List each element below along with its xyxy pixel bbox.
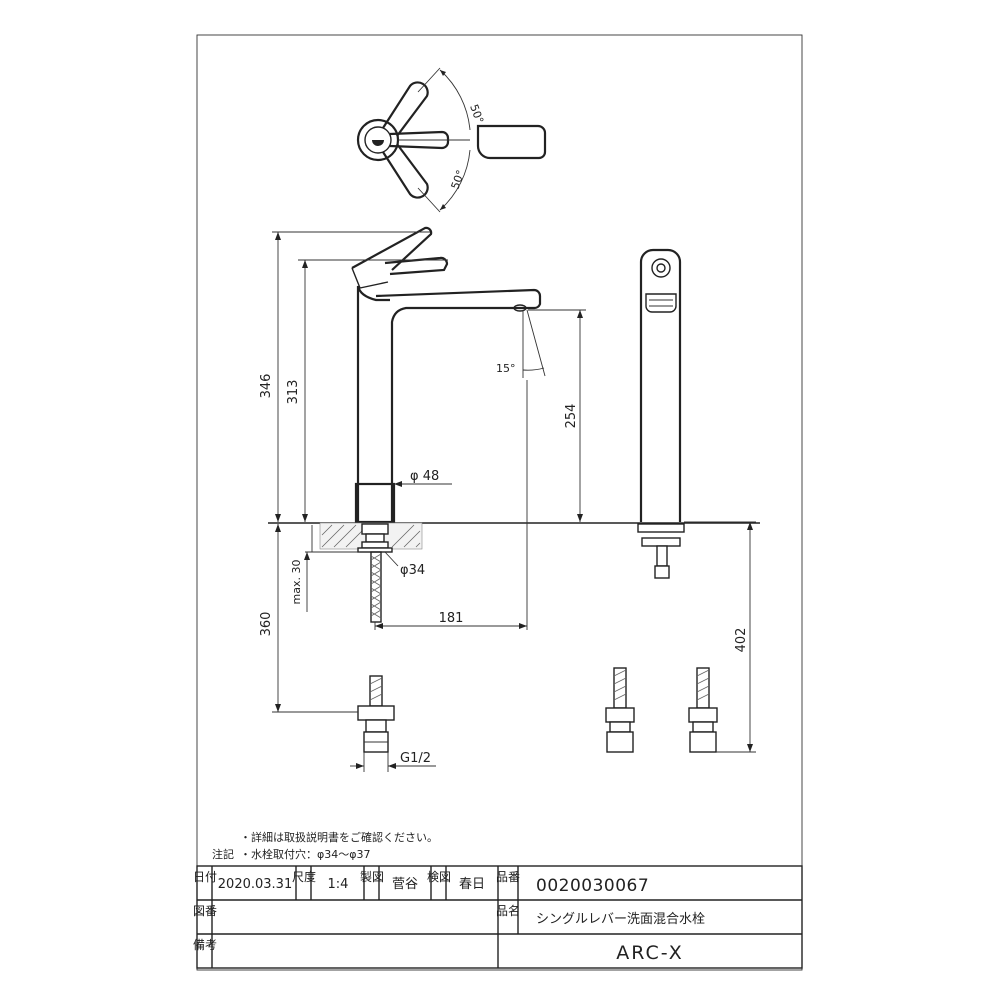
label-date: 日付 xyxy=(193,870,217,884)
dimension-lines xyxy=(272,231,756,772)
top-view-spout xyxy=(476,124,547,160)
front-view-lever xyxy=(351,226,433,271)
angle-label-lever-down: 50° xyxy=(449,168,468,191)
supply-hose xyxy=(370,551,382,623)
dim-total-height: 346 xyxy=(259,374,274,399)
sheet-frame xyxy=(196,34,803,971)
front-view: 15° xyxy=(351,226,546,524)
dim-hole-diameter: φ34 xyxy=(400,563,425,578)
dim-spout-reach: 181 xyxy=(439,611,464,626)
top-view-lever-up xyxy=(382,81,429,137)
dim-thread: G1/2 xyxy=(400,751,431,766)
value-checked-by: 春日 xyxy=(459,877,485,892)
hose-fitting-front xyxy=(357,675,395,753)
side-view-body xyxy=(639,248,682,522)
note-line-1: ・詳細は取扱説明書をご確認ください。 xyxy=(240,830,438,844)
hose-fitting-side-left xyxy=(605,667,635,753)
front-view-body xyxy=(356,285,390,522)
dim-hose-length: 360 xyxy=(259,612,274,637)
label-product-name: 品名 xyxy=(496,903,520,918)
value-part-no: 0020030067 xyxy=(536,876,649,896)
top-view-lever-down xyxy=(382,143,429,199)
label-remarks: 備考 xyxy=(193,937,217,952)
brand-logo: ARC-X xyxy=(616,942,683,964)
value-drawn-by: 菅谷 xyxy=(392,877,418,892)
dim-side-length: 402 xyxy=(734,628,749,653)
countertop xyxy=(268,522,760,553)
label-drawn: 製図 xyxy=(360,870,384,884)
angle-label-spout: 15° xyxy=(496,362,516,375)
value-scale: 1:4 xyxy=(328,877,349,892)
value-product-name: シングルレバー洗面混合水栓 xyxy=(536,912,705,927)
top-view: 50° 50° xyxy=(356,67,547,213)
label-drawing-no: 図番 xyxy=(193,904,217,918)
side-view xyxy=(637,248,685,579)
label-part-no: 品番 xyxy=(496,870,520,884)
dim-spout-height: 254 xyxy=(564,404,579,429)
notes-label: 注記 xyxy=(212,847,234,861)
angle-label-lever-up: 50° xyxy=(467,103,486,126)
note-line-2: ・水栓取付穴：φ34～φ37 xyxy=(240,847,371,861)
label-scale: 尺度 xyxy=(292,869,316,884)
front-view-base xyxy=(354,482,396,524)
title-block xyxy=(196,865,803,969)
value-date: 2020.03.31 xyxy=(218,877,292,892)
dim-base-diameter: φ 48 xyxy=(410,469,439,484)
front-view-spout xyxy=(375,288,542,522)
dim-body-height: 313 xyxy=(286,380,301,405)
dim-counter-thickness: max. 30 xyxy=(290,560,303,605)
label-checked: 検図 xyxy=(427,870,451,884)
hose-fitting-side-right xyxy=(688,667,718,753)
